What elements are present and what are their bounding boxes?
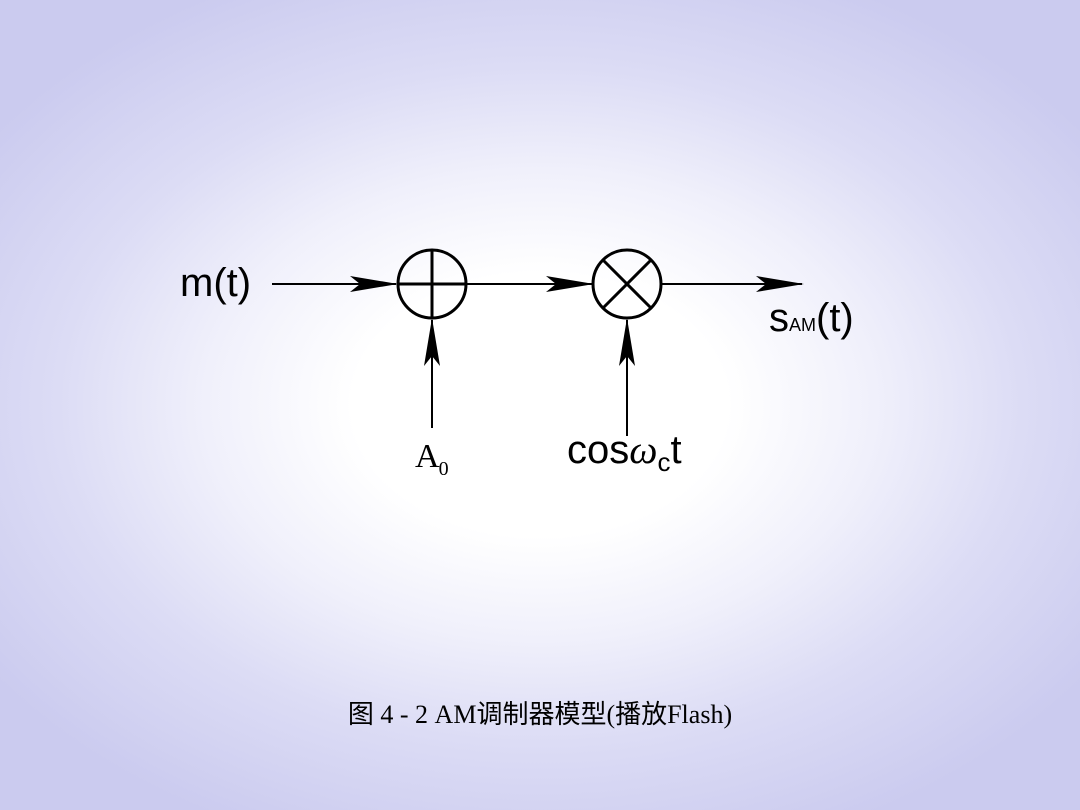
carrier-suffix: t [670,428,682,472]
dc-offset-subscript: 0 [438,458,449,480]
carrier-omega: ω [629,427,658,472]
figure-caption: 图 4 - 2 AM调制器模型(播放Flash) [347,700,733,729]
output-signal-base: s [769,296,789,340]
adder-icon [396,248,468,320]
dc-offset-label: A0 [415,438,449,480]
dc-offset-base: A [415,438,440,475]
carrier-base: cos [567,428,630,472]
input-signal-text: m(t) [180,261,252,305]
output-signal-label: sAM(t) [769,298,854,338]
multiplier-icon [591,248,663,320]
output-signal-suffix: (t) [816,296,854,340]
output-signal-subscript: AM [789,315,816,335]
input-signal-label: m(t) [180,263,251,303]
carrier-subscript: c [657,447,671,477]
carrier-label: cosωct [567,427,682,476]
